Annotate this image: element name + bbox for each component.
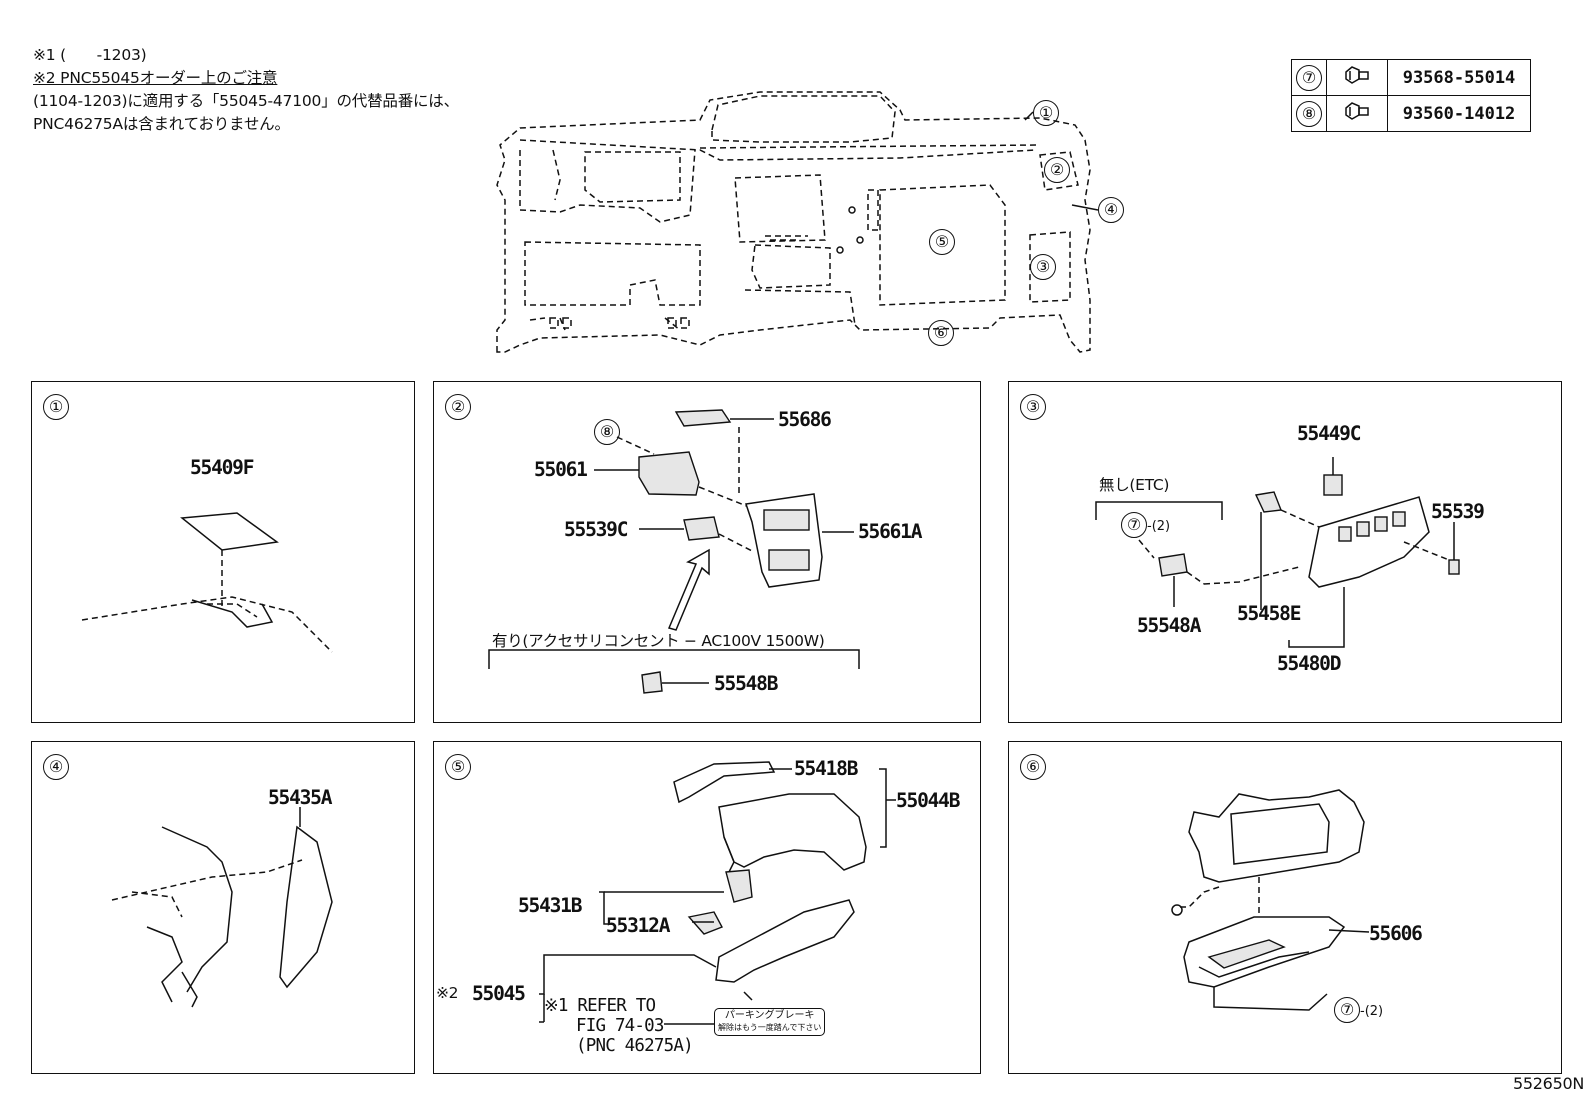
overview-callout-4: ④ xyxy=(1098,197,1124,223)
part-label: 55548A xyxy=(1137,614,1201,637)
bolt-ref-7: ⑦-(2) xyxy=(1334,997,1383,1023)
note-line-2: ※2 PNC55045オーダー上のご注意 xyxy=(33,69,278,87)
bolt-ref-7: ⑦-(2) xyxy=(1121,512,1170,538)
part-label: 55431B xyxy=(518,894,582,917)
notes-block: ※1 ( -1203) ※2 PNC55045オーダー上のご注意 (1104-1… xyxy=(33,44,459,136)
order-note-mark: ※2 xyxy=(436,984,459,1002)
panel-2-drawing xyxy=(488,409,860,694)
panel-3-drawing xyxy=(1095,457,1460,648)
panel-number: ⑤ xyxy=(445,754,471,780)
panel-number: ② xyxy=(445,394,471,420)
part-label: 55449C xyxy=(1297,422,1361,445)
panel-number: ① xyxy=(43,394,69,420)
part-label: 55458E xyxy=(1237,602,1301,625)
panel-3: ③ 55449C 無し(ETC) ⑦-(2) 55539 55548A 5545… xyxy=(1008,381,1562,723)
note-line-3: (1104-1203)に適用する「55045-47100」の代替品番には、 xyxy=(33,92,459,110)
part-label: 55061 xyxy=(534,458,588,481)
panel-6: ⑥ 55606 ⑦-(2) xyxy=(1008,741,1562,1074)
panel-number: ⑥ xyxy=(1020,754,1046,780)
panel-5: ⑤ 55418B 55044B 55431B 55312A ※2 55045 ※… xyxy=(433,741,981,1074)
panel-2: ② ⑧ 55686 55061 55539C 55661A 有り(アクセサリコン… xyxy=(433,381,981,723)
overview-callout-6: ⑥ xyxy=(928,320,954,346)
part-label: 55435A xyxy=(268,786,332,809)
part-label: 55661A xyxy=(858,520,922,543)
panel-4-drawing xyxy=(111,807,333,1008)
ref-number: ⑧ xyxy=(1296,100,1322,127)
note-line-4: PNC46275Aは含まれておりません。 xyxy=(33,115,290,133)
panel-4: ④ 55435A xyxy=(31,741,415,1074)
part-number: 93560-14012 xyxy=(1387,95,1531,132)
part-label: 55418B xyxy=(794,757,858,780)
part-label: 55312A xyxy=(606,914,670,937)
condition-note: 無し(ETC) xyxy=(1099,476,1170,494)
part-label: 55044B xyxy=(896,789,960,812)
part-number: 93568-55014 xyxy=(1387,59,1531,96)
panel-1: ① 55409F xyxy=(31,381,415,723)
panel-5-drawing xyxy=(539,761,896,1025)
part-label: 55539C xyxy=(564,518,628,541)
note-line-1: ※1 ( -1203) xyxy=(33,46,147,64)
part-label: 55606 xyxy=(1369,922,1423,945)
bolt-ref-8: ⑧ xyxy=(594,419,620,445)
ref-number: ⑦ xyxy=(1296,64,1322,91)
overview-callout-1: ① xyxy=(1033,100,1059,126)
table-row: ⑦ 93568-55014 xyxy=(1291,59,1531,96)
table-row: ⑧ 93560-14012 xyxy=(1291,95,1531,132)
part-label: 55686 xyxy=(778,408,832,431)
overview-callout-5: ⑤ xyxy=(929,229,955,255)
bolt-icon xyxy=(1326,95,1388,132)
condition-note: 有り(アクセサリコンセント − AC100V 1500W) xyxy=(492,632,825,650)
part-label: 55045 xyxy=(472,982,526,1005)
bolt-reference-table: ⑦ 93568-55014 ⑧ 93560-14012 xyxy=(1291,59,1531,132)
part-label: 55539 xyxy=(1431,500,1485,523)
part-label: 55480D xyxy=(1277,652,1341,675)
drawing-code: 552650N xyxy=(1513,1074,1584,1093)
parking-brake-sticker: パーキングブレーキ 解除はもう一度踏んで下さい xyxy=(714,1008,826,1036)
panel-number: ③ xyxy=(1020,394,1046,420)
panel-number: ④ xyxy=(43,754,69,780)
panel-6-drawing xyxy=(1171,789,1370,1011)
part-label: 55548B xyxy=(714,672,778,695)
overview-callout-2: ② xyxy=(1044,157,1070,183)
refer-note: ※1 REFER TO FIG 74-03 (PNC 46275A) xyxy=(544,996,694,1056)
part-label: 55409F xyxy=(190,456,254,479)
overview-callout-3: ③ xyxy=(1030,254,1056,280)
panel-1-drawing xyxy=(81,512,333,653)
